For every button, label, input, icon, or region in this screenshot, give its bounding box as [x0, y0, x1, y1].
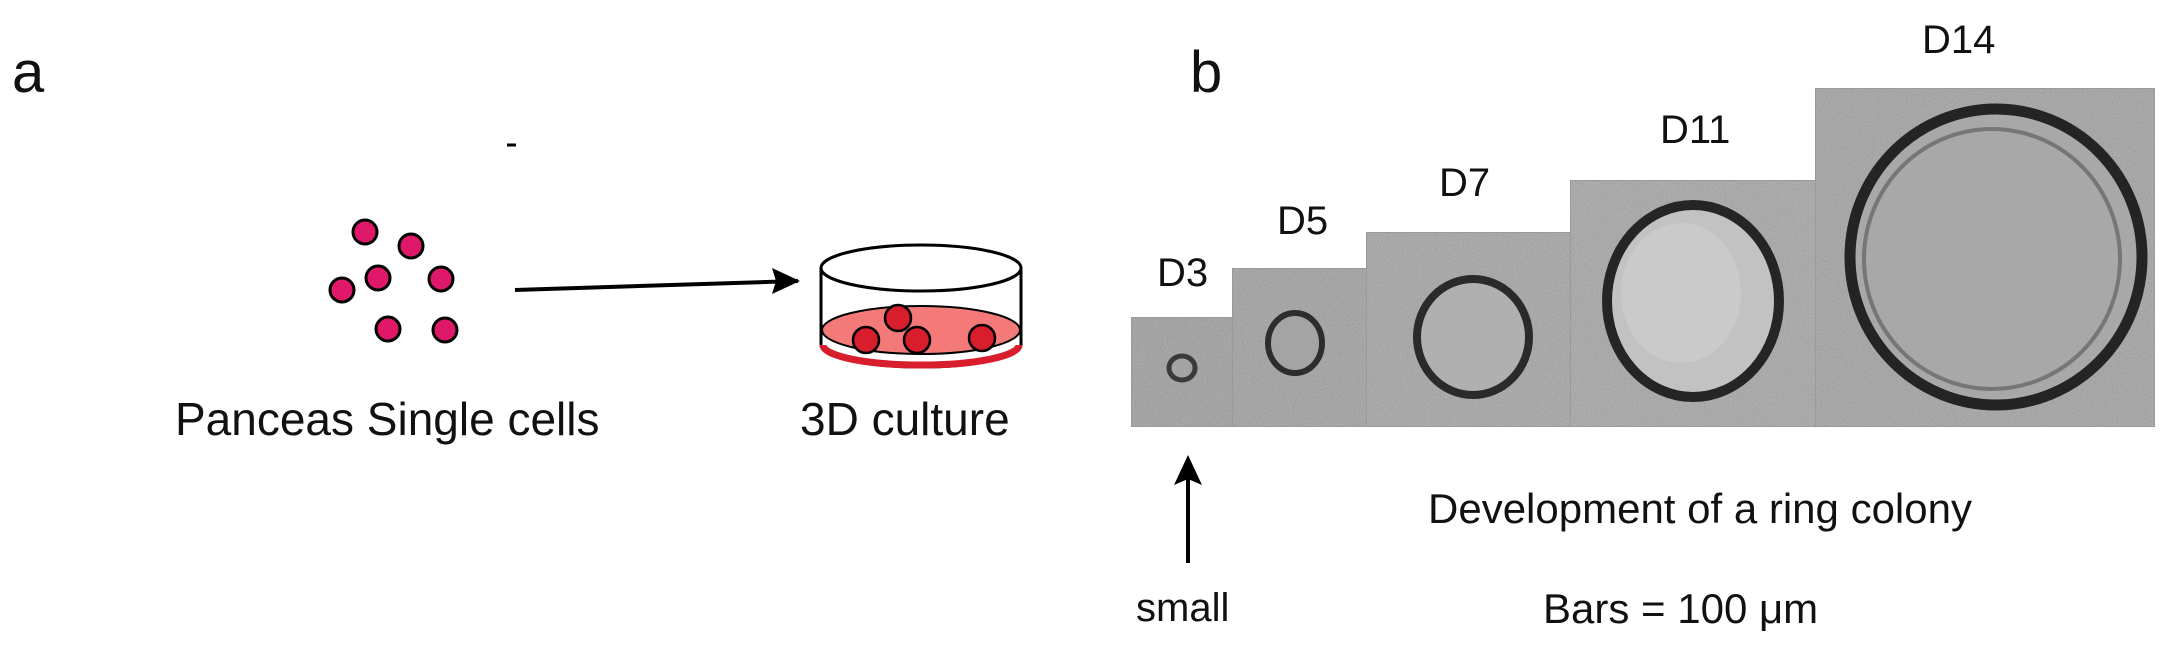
culture-arrow-head — [772, 268, 800, 294]
single-cell — [351, 218, 379, 246]
micrograph-d14 — [1815, 88, 2155, 427]
cultured-cell — [967, 323, 997, 353]
cultured-cell — [883, 303, 913, 333]
panel-b-letter: b — [1190, 40, 1223, 105]
micrograph-d11 — [1570, 180, 1817, 427]
micrograph-d3 — [1131, 317, 1234, 427]
single-cell — [397, 232, 425, 260]
small-label: small — [1136, 586, 1230, 630]
culture-arrow — [514, 279, 799, 292]
day-label-d11: D11 — [1660, 108, 1731, 152]
single-cell — [374, 315, 402, 343]
day-label-d3: D3 — [1157, 251, 1209, 295]
single-cell — [431, 316, 459, 344]
petri-dish-icon — [819, 243, 1023, 369]
day-label-d7: D7 — [1439, 161, 1491, 205]
single-cell — [328, 276, 356, 304]
cultured-cell — [851, 325, 881, 355]
single-cells-label: Panceas Single cells — [175, 393, 600, 445]
small-arrow — [1174, 455, 1202, 563]
micrograph-d5 — [1232, 268, 1368, 427]
single-cell — [427, 265, 455, 293]
ring-colony-caption: Development of a ring colony — [1428, 485, 1972, 532]
scale-bar-note: Bars = 100 μm — [1543, 585, 1819, 632]
cultured-cell — [902, 325, 932, 355]
panel-a-letter: a — [12, 40, 45, 105]
single-cells-group — [328, 218, 459, 344]
day-label-d14: D14 — [1922, 18, 1996, 62]
micrograph-d7 — [1366, 232, 1572, 427]
day-label-d5: D5 — [1277, 199, 1329, 243]
single-cell — [364, 264, 392, 292]
culture-label: 3D culture — [800, 393, 1010, 445]
